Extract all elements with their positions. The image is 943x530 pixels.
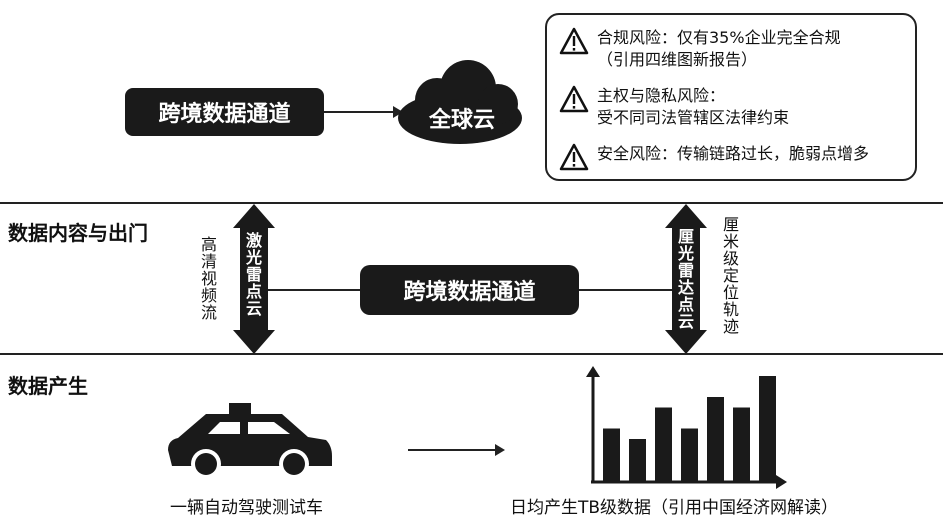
section-divider: [0, 202, 943, 204]
section-title-content: 数据内容与出门: [8, 221, 148, 245]
left-arrow-text: 激光雷点云: [245, 231, 262, 318]
section-title-generation: 数据产生: [8, 374, 88, 398]
middle-channel-pill: 跨境数据通道: [360, 265, 579, 315]
section-divider: [0, 353, 943, 355]
chart-caption: 日均产生TB级数据（引用中国经济网解读）: [510, 498, 839, 518]
cloud-icon: [398, 60, 522, 144]
chart-bar: [681, 428, 698, 481]
risk-item-security: 安全风险：传输链路过长，脆弱点增多: [559, 143, 869, 171]
left-side-text: 高清视频流: [200, 235, 217, 322]
car-caption: 一辆自动驾驶测试车: [170, 498, 323, 518]
top-channel-label: 跨境数据通道: [158, 102, 291, 127]
risk-line: 受不同司法管辖区法律约束: [597, 108, 790, 127]
warning-icon: [559, 85, 589, 113]
chart-bar: [759, 376, 776, 481]
right-side-text: 厘米级定位轨迹: [722, 215, 739, 336]
left-double-arrow: [233, 204, 275, 354]
warning-icon: [559, 143, 589, 171]
right-arrow-text: 厘光雷达点云: [677, 227, 694, 331]
middle-channel-label: 跨境数据通道: [403, 280, 536, 305]
risk-line: 安全风险：传输链路过长，脆弱点增多: [597, 144, 870, 163]
risk-line: 合规风险：仅有35%企业完全合规: [597, 28, 841, 47]
chart-axes: [586, 366, 787, 489]
risk-line: 主权与隐私风险：: [597, 86, 726, 105]
risk-item-compliance: 合规风险：仅有35%企业完全合规 （引用四维图新报告）: [559, 27, 841, 71]
risk-box: 合规风险：仅有35%企业完全合规 （引用四维图新报告） 主权与隐私风险： 受不同…: [545, 13, 917, 181]
warning-icon: [559, 27, 589, 55]
risk-item-sovereignty: 主权与隐私风险： 受不同司法管辖区法律约束: [559, 85, 789, 129]
risk-line: （引用四维图新报告）: [597, 50, 758, 69]
chart-bar: [655, 407, 672, 481]
chart-bar: [733, 407, 750, 481]
cloud-label: 全球云: [428, 108, 495, 133]
chart-bar: [629, 439, 646, 481]
car-icon: [168, 403, 332, 479]
top-channel-pill: 跨境数据通道: [125, 88, 324, 136]
chart-bar: [603, 428, 620, 481]
right-double-arrow: [665, 204, 707, 354]
chart-bar: [707, 397, 724, 481]
